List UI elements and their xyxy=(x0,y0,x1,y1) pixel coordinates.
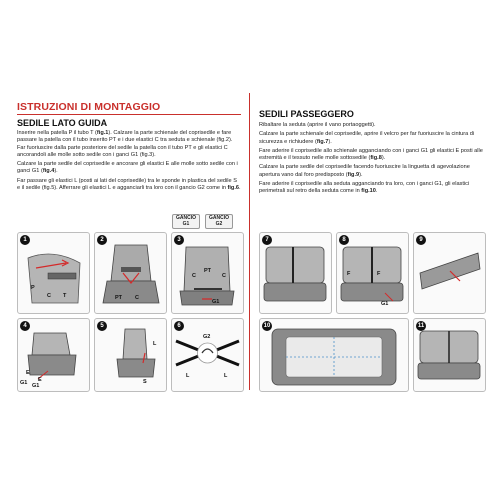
hook-g2-tag: GANCIO G2 xyxy=(205,214,233,229)
seat-rear-illustration xyxy=(179,246,235,306)
instruction-paragraph: Far passare gli elastici L (posti ai lat… xyxy=(17,177,241,192)
label-l: L xyxy=(224,373,228,379)
instruction-paragraph: Fare aderire il coprisedile alla seduta … xyxy=(259,181,470,195)
seat-underside-illustration xyxy=(271,328,397,386)
figure-11: 11 xyxy=(413,318,486,392)
figure-10: 10 xyxy=(259,318,409,392)
label-s: S xyxy=(143,379,147,385)
instruction-paragraph: Calzare la parte sedile del coprisedile … xyxy=(259,164,470,178)
figure-number: 4 xyxy=(20,321,30,331)
figure-5: 5 L S xyxy=(94,318,167,392)
figure-number: 7 xyxy=(262,235,272,245)
figure-4: 4 E E G1 G1 xyxy=(17,318,90,392)
figure-9: 9 xyxy=(413,232,486,314)
label-l: L xyxy=(186,373,190,379)
seat-side-illustration xyxy=(116,328,156,378)
figure-8: 8 F F G1 xyxy=(336,232,409,314)
figure-3: 3 C PT C G1 xyxy=(171,232,244,314)
label-c: C xyxy=(47,293,51,299)
figure-7: 7 xyxy=(259,232,332,314)
label-p: P xyxy=(31,285,35,291)
seat-back-illustration xyxy=(27,253,81,304)
title-underline xyxy=(17,114,241,115)
figure-number: 1 xyxy=(20,235,30,245)
figure-number: 3 xyxy=(174,235,184,245)
figure-1: 1 P C T xyxy=(17,232,90,314)
seat-cushion-illustration xyxy=(27,332,77,380)
instruction-paragraph: Calzare la parte schienale del coprisedi… xyxy=(259,131,475,145)
seat-tab-illustration xyxy=(419,252,481,290)
passenger-seat-instructions: Ribaltare la seduta (aprire il vano port… xyxy=(259,122,483,198)
instruction-paragraph: Calzare la parte sedile del coprisedile … xyxy=(17,161,238,175)
label-l: L xyxy=(153,341,157,347)
figure-6: 6 G2 L L xyxy=(171,318,244,392)
bench-seat-illustration xyxy=(263,246,327,302)
figure-number: 11 xyxy=(416,321,426,331)
label-g1: G1 xyxy=(381,301,389,307)
bench-seat-hooks-illustration xyxy=(340,246,404,302)
label-c: C xyxy=(222,273,226,279)
label-g2: G2 xyxy=(203,334,211,340)
label-t: T xyxy=(63,293,67,299)
figure-2: 2 PT C xyxy=(94,232,167,314)
instruction-paragraph: Fare aderire il coprisedile allo schiena… xyxy=(259,147,483,162)
figure-number: 6 xyxy=(174,321,184,331)
seat-insert-illustration xyxy=(102,244,160,304)
figure-number: 10 xyxy=(262,321,272,331)
label-pt: PT xyxy=(115,295,123,301)
label-f: F xyxy=(347,271,351,277)
label-e: E xyxy=(38,377,42,383)
figure-number: 9 xyxy=(416,235,426,245)
hook-g1-tag: GANCIO G1 xyxy=(172,214,200,229)
driver-seat-instructions: Inserire nella patella P il tubo T (fig.… xyxy=(17,130,241,194)
label-g1: G1 xyxy=(20,380,28,386)
instruction-paragraph: Ribaltare la seduta (aprire il vano port… xyxy=(259,122,376,128)
label-pt: PT xyxy=(204,268,212,274)
label-f: F xyxy=(377,271,381,277)
finished-bench-illustration xyxy=(417,330,481,380)
figure-number: 2 xyxy=(97,235,107,245)
figure-number: 5 xyxy=(97,321,107,331)
label-c: C xyxy=(192,273,196,279)
hook-connection-illustration xyxy=(175,339,240,367)
label-c: C xyxy=(135,295,139,301)
page-title: ISTRUZIONI DI MONTAGGIO xyxy=(17,101,161,113)
section-title-driver-seat: SEDILE LATO GUIDA xyxy=(17,118,108,128)
instruction-paragraph: Inserire nella patella P il tubo T (fig.… xyxy=(17,130,233,158)
column-divider xyxy=(249,93,250,390)
label-e: E xyxy=(26,370,30,376)
label-g1: G1 xyxy=(212,299,220,305)
label-g1: G1 xyxy=(32,383,40,389)
section-title-passenger-seats: SEDILI PASSEGGERO xyxy=(259,109,354,119)
figure-number: 8 xyxy=(339,235,349,245)
